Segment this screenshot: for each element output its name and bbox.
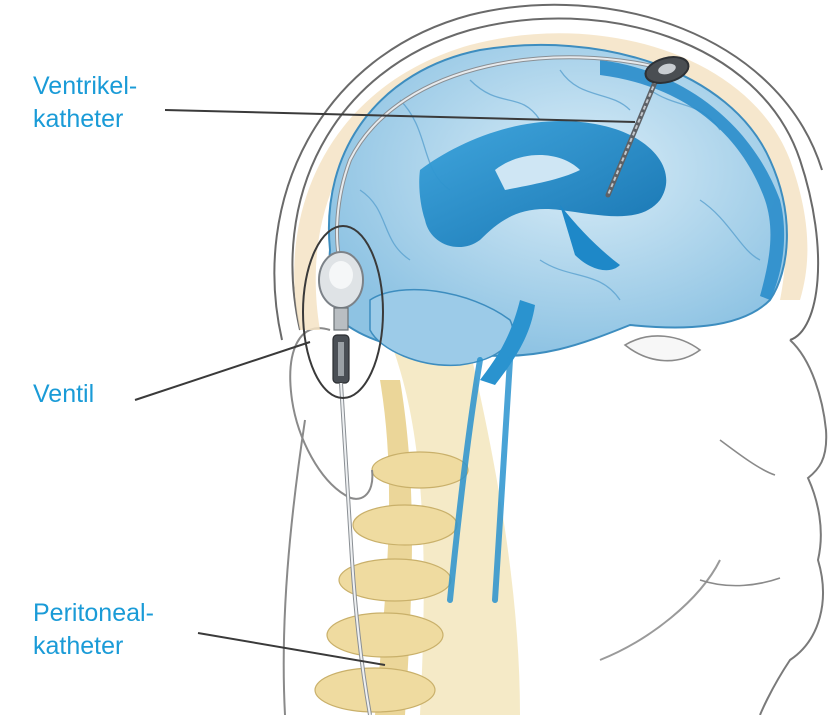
label-valve: Ventil	[33, 378, 94, 411]
label-ventricular-catheter-line-1: Ventrikel-	[33, 70, 137, 103]
label-valve-text: Ventil	[33, 378, 94, 411]
label-peritoneal-catheter-line-2: katheter	[33, 630, 154, 663]
leader-line-valve	[135, 342, 310, 400]
label-ventricular-catheter-line-2: katheter	[33, 103, 137, 136]
label-ventricular-catheter: Ventrikel- katheter	[33, 70, 137, 136]
face-details	[625, 336, 780, 586]
label-peritoneal-catheter: Peritoneal- katheter	[33, 597, 154, 663]
label-peritoneal-catheter-line-1: Peritoneal-	[33, 597, 154, 630]
